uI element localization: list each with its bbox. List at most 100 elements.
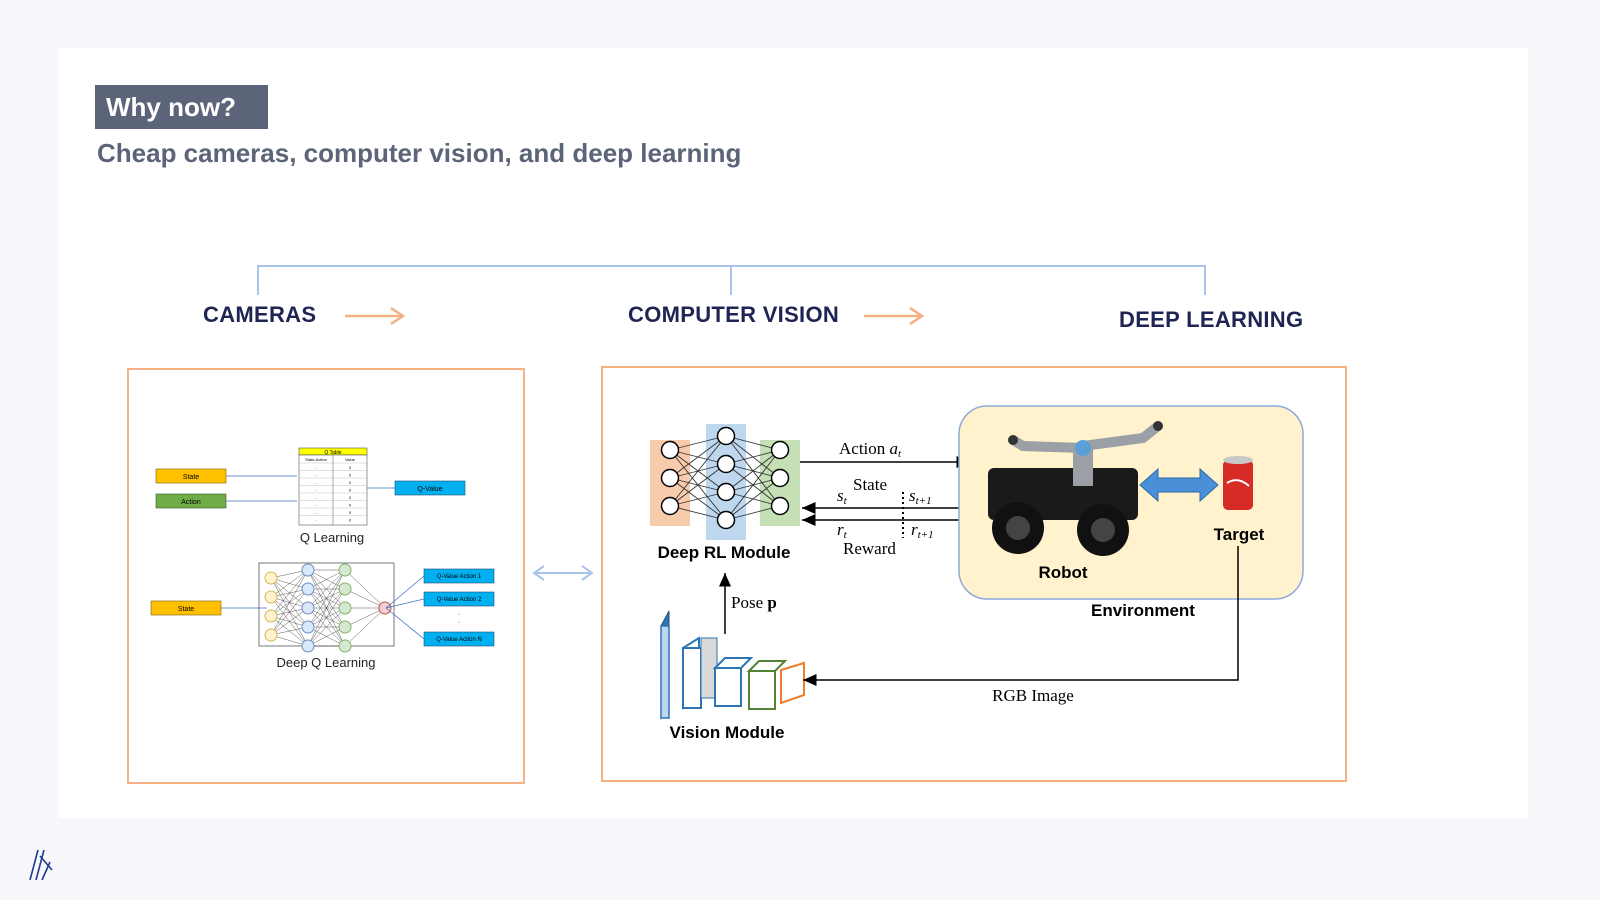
rl-edge bbox=[725, 435, 781, 451]
dqn-node bbox=[338, 582, 352, 596]
q-table-cell: - bbox=[315, 465, 317, 470]
dqn-node bbox=[264, 571, 278, 585]
action-subscript: t bbox=[898, 448, 902, 460]
rl-node bbox=[660, 496, 680, 516]
q-table-cell: 0 bbox=[349, 488, 352, 493]
dqn-edge bbox=[270, 569, 309, 598]
dqn-node bbox=[264, 628, 278, 642]
q-table-cell: - bbox=[315, 473, 317, 478]
dqn-node bbox=[338, 639, 352, 653]
q-table-header-value: Value bbox=[345, 457, 356, 462]
s-t-subscript: t bbox=[844, 495, 848, 507]
svg-text:·: · bbox=[458, 619, 460, 626]
dqn-edge bbox=[307, 569, 346, 647]
dqn-edge bbox=[307, 607, 346, 647]
dqn-node bbox=[301, 582, 315, 596]
rl-node bbox=[770, 496, 790, 516]
dqn-edge bbox=[270, 588, 309, 636]
r-t1-symbol: r bbox=[911, 520, 918, 539]
svg-text:st: st bbox=[837, 486, 848, 507]
rl-node bbox=[716, 454, 736, 474]
target-label: Target bbox=[1214, 525, 1265, 544]
q-table: Q Table State-Action Value -0-0-0-0-0-0-… bbox=[298, 447, 368, 526]
rl-edge bbox=[669, 491, 727, 507]
rl-node bbox=[660, 440, 680, 460]
dqn-node bbox=[338, 601, 352, 615]
action-symbol: a bbox=[890, 439, 899, 458]
q-table-cell: - bbox=[315, 518, 317, 523]
q-table-cell: - bbox=[315, 480, 317, 485]
s-t-symbol: s bbox=[837, 486, 844, 505]
rl-edge bbox=[669, 463, 727, 507]
s-t1-subscript: t+1 bbox=[916, 495, 932, 507]
arrow-right-icon bbox=[864, 306, 925, 326]
svg-text:Action at: Action at bbox=[839, 439, 902, 460]
rl-edge bbox=[669, 435, 727, 479]
dqn-edge bbox=[270, 569, 309, 636]
rl-node bbox=[716, 426, 736, 446]
stage-deep-learning: DEEP LEARNING bbox=[1119, 307, 1304, 332]
q-table-cell: 0 bbox=[349, 495, 352, 500]
deep-state-box-label: State bbox=[178, 606, 194, 613]
dqn-edge bbox=[344, 588, 386, 609]
dqn-edge bbox=[344, 607, 386, 628]
deep-rl-panel: Deep RL Module Action at State st st+1 r… bbox=[601, 366, 1347, 782]
rl-node bbox=[716, 482, 736, 502]
double-arrow-icon bbox=[532, 565, 594, 581]
s-t1-symbol: s bbox=[909, 486, 916, 505]
dqn-node bbox=[378, 601, 392, 615]
rl-edge bbox=[725, 449, 781, 493]
q-value-box-label: Q-Value bbox=[417, 486, 442, 493]
r-t1-subscript: t+1 bbox=[918, 529, 934, 541]
dqn-node bbox=[264, 590, 278, 604]
dqn-node bbox=[301, 639, 315, 653]
pose-label: Pose bbox=[731, 593, 763, 612]
q-table-cell: 0 bbox=[349, 480, 352, 485]
rl-node bbox=[660, 468, 680, 488]
r-t-symbol: r bbox=[837, 520, 844, 539]
rl-node bbox=[716, 510, 736, 530]
q-learning-diagram: Q Table State - Action Value - 0 - 0 - 0 - 0 - 0 - 0 -… bbox=[150, 447, 495, 670]
q-table-cell: - bbox=[315, 503, 317, 508]
action-box-label: Action bbox=[181, 499, 201, 506]
soda-can-icon bbox=[1223, 456, 1253, 510]
dqn-edge bbox=[270, 569, 309, 617]
arrow-right-icon bbox=[345, 306, 406, 326]
svg-text:·: · bbox=[458, 611, 460, 618]
action-label: Action bbox=[839, 439, 886, 458]
slide-subtitle: Cheap cameras, computer vision, and deep… bbox=[97, 138, 742, 168]
q-table-cell: 0 bbox=[349, 473, 352, 478]
dqn-edge bbox=[344, 607, 386, 647]
svg-text:rt: rt bbox=[837, 520, 848, 541]
q-table-cell: 0 bbox=[349, 503, 352, 508]
dqn-edge bbox=[307, 569, 346, 590]
q-table-cell: - bbox=[315, 495, 317, 500]
dqn-edge bbox=[307, 569, 346, 628]
q-table-cell: 0 bbox=[349, 510, 352, 515]
dqn-node bbox=[338, 563, 352, 577]
q-table-cell: - bbox=[315, 510, 317, 515]
rl-edge bbox=[669, 505, 727, 521]
rgb-image-label: RGB Image bbox=[992, 686, 1074, 705]
rl-edge bbox=[669, 435, 727, 507]
robot-label: Robot bbox=[1038, 563, 1087, 582]
q-table-cell: - bbox=[315, 488, 317, 493]
rl-edge bbox=[725, 477, 781, 521]
q-value-action-1-label: Q-Value Action 1 bbox=[437, 574, 482, 580]
state-box-label: State bbox=[183, 474, 199, 481]
dqn-node bbox=[338, 620, 352, 634]
rl-edge bbox=[725, 505, 781, 521]
deep-rl-diagram: Deep RL Module Action at State st st+1 r… bbox=[650, 405, 1304, 742]
environment-label: Environment bbox=[1091, 601, 1195, 620]
rl-node bbox=[770, 440, 790, 460]
deep-q-learning-label: Deep Q Learning bbox=[276, 655, 375, 670]
svg-text:st+1: st+1 bbox=[909, 486, 932, 507]
vision-module-label: Vision Module bbox=[670, 723, 785, 742]
state-label: State bbox=[853, 475, 887, 494]
dqn-node bbox=[301, 620, 315, 634]
logo-icon bbox=[29, 849, 53, 881]
q-table-title: Q Table bbox=[324, 450, 341, 456]
pose-symbol: p bbox=[767, 593, 776, 612]
q-table-cell: 0 bbox=[349, 465, 352, 470]
